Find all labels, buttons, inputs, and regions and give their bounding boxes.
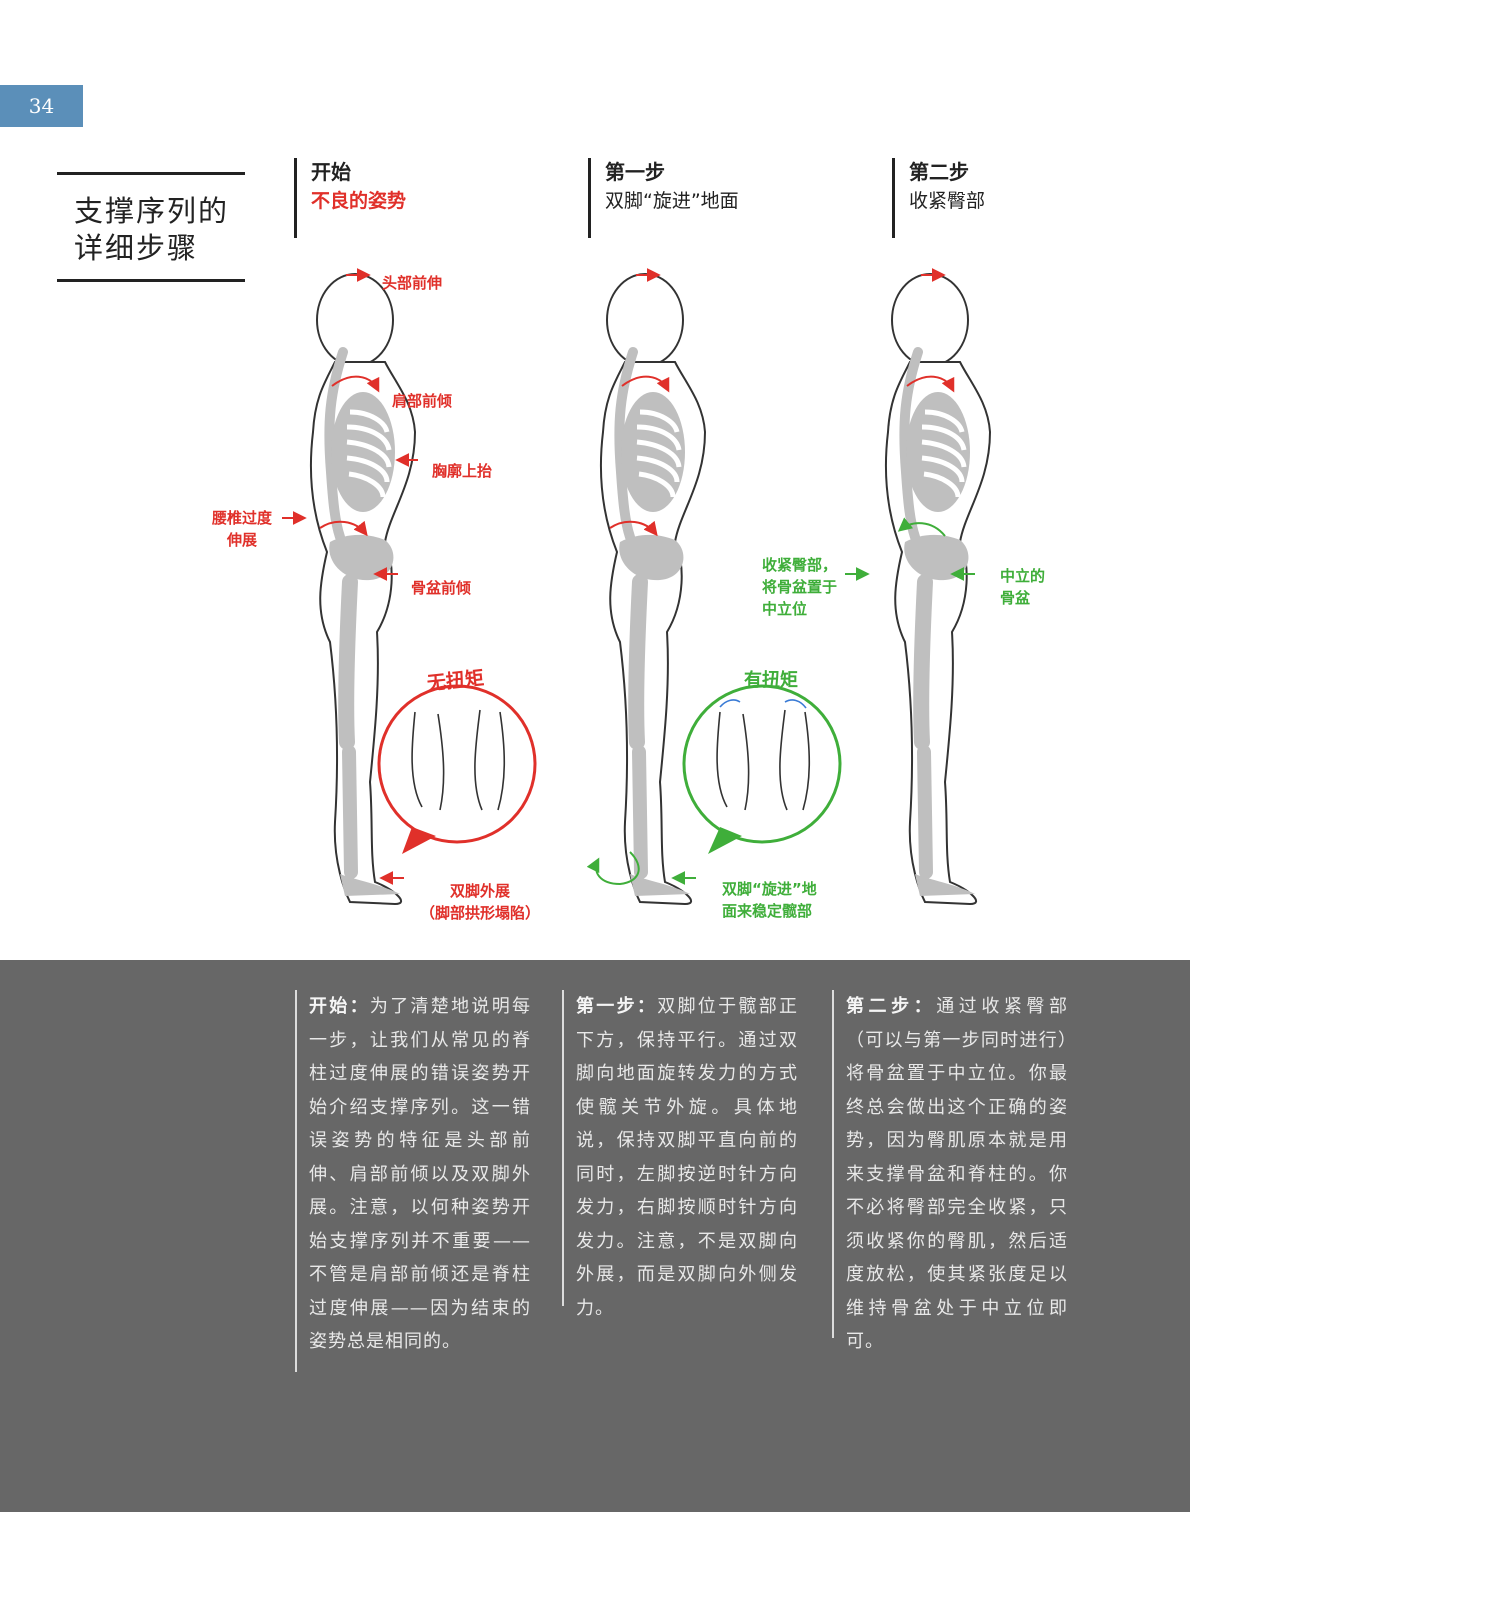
posture-figure (282, 262, 1090, 942)
description-panel (0, 960, 1190, 1512)
step-title: 第一步 (605, 160, 665, 184)
description-start: 开始：为了清楚地说明每一步，让我们从常见的脊柱过度伸展的错误姿势开始介绍支撑序列… (295, 990, 531, 1372)
label-ribcage-up: 胸廓上抬 (432, 462, 493, 480)
description-text: 为了清楚地说明每一步，让我们从常见的脊柱过度伸展的错误姿势开始介绍支撑序列。这一… (309, 996, 532, 1352)
description-lead: 第一步： (576, 996, 658, 1017)
label-feet-out: 双脚外展 （脚部拱形塌陷） (420, 882, 541, 922)
section-title-line1: 支撑序列的 (74, 194, 230, 228)
step-header-step1: 第一步 双脚“旋进”地面 (588, 158, 739, 238)
page-number: 34 (0, 85, 83, 127)
description-step1: 第一步：双脚位于髋部正下方，保持平行。通过双脚向地面旋转发力的方式使髋关节外旋。… (562, 990, 798, 1319)
step-subtitle: 双脚“旋进”地面 (605, 190, 739, 212)
label-torque: 有扭矩 (744, 670, 798, 691)
description-text: 通过收紧臀部（可以与第一步同时进行）将骨盆置于中立位。你最终总会做出这个正确的姿… (846, 996, 1069, 1352)
label-screw-feet: 双脚“旋进”地 面来稳定髋部 (722, 880, 817, 920)
label-shoulder-forward: 肩部前倾 (392, 392, 453, 410)
description-lead: 开始： (309, 996, 370, 1017)
label-head-forward: 头部前伸 (382, 274, 443, 292)
step-title: 第二步 (909, 160, 969, 184)
step-header-step2: 第二步 收紧臀部 (892, 158, 985, 238)
label-pelvis-tilt: 骨盆前倾 (411, 579, 472, 597)
label-glute-squeeze: 收紧臀部， 将骨盆置于 中立位 (762, 556, 838, 618)
step-subtitle: 收紧臀部 (909, 190, 986, 212)
description-lead: 第二步： (846, 996, 937, 1017)
description-step2: 第二步：通过收紧臀部（可以与第一步同时进行）将骨盆置于中立位。你最终总会做出这个… (832, 990, 1068, 1352)
section-title: 支撑序列的 详细步骤 (57, 172, 245, 282)
step-title: 开始 (311, 160, 351, 184)
description-text: 双脚位于髋部正下方，保持平行。通过双脚向地面旋转发力的方式使髋关节外旋。具体地说… (576, 996, 799, 1319)
section-title-line2: 详细步骤 (74, 231, 199, 265)
step-header-start: 开始 不良的姿势 (294, 158, 406, 238)
step-subtitle: 不良的姿势 (311, 190, 407, 212)
label-neutral-pelvis: 中立的 骨盆 (1000, 567, 1046, 607)
label-lumbar-hyperextension: 腰椎过度 伸展 (212, 509, 273, 549)
